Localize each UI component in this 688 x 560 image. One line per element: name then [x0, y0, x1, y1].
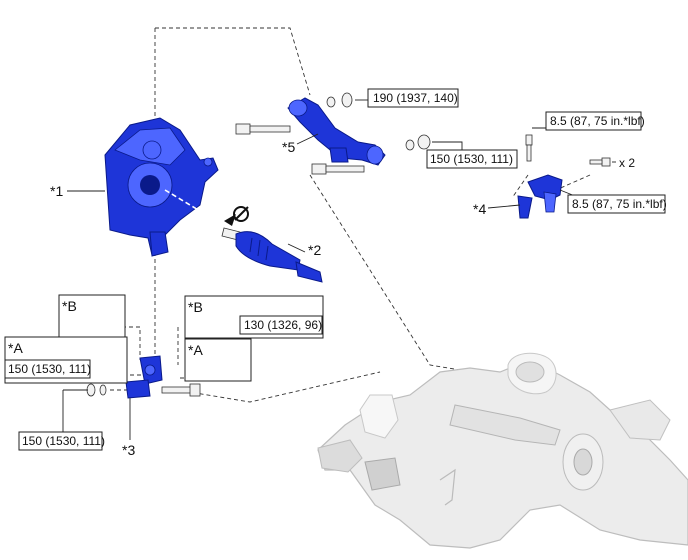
upper-arm-bolt-2 [311, 163, 365, 175]
svg-text:8.5 (87, 75 in.*lbf): 8.5 (87, 75 in.*lbf) [550, 114, 645, 128]
svg-text:*A: *A [188, 342, 203, 358]
tag-box-a-right: *A [184, 338, 252, 382]
part-label-3: *3 [122, 442, 135, 458]
svg-text:130 (1326, 96): 130 (1326, 96) [244, 318, 322, 332]
height-sensor-bracket [517, 134, 611, 219]
part-label-4: *4 [473, 201, 486, 217]
rear-subframe [317, 352, 688, 549]
svg-text:150 (1530, 111): 150 (1530, 111) [22, 434, 105, 448]
svg-text:*B: *B [62, 298, 77, 314]
upper-arm-bolt-1 [235, 123, 291, 135]
torque-box-150-a: 150 (1530, 111) [4, 359, 91, 379]
torque-box-130: 130 (1326, 96) [239, 315, 323, 335]
drive-shaft [164, 189, 323, 283]
torque-box-8-5-top: 8.5 (87, 75 in.*lbf) [545, 111, 645, 131]
torque-box-150-bottom: 150 (1530, 111) [18, 431, 105, 451]
lower-bushing [125, 355, 163, 399]
torque-box-8-5-bottom: 8.5 (87, 75 in.*lbf) [567, 194, 667, 214]
part-label-1: *1 [50, 183, 63, 199]
svg-text:*B: *B [188, 299, 203, 315]
svg-text:150 (1530, 111): 150 (1530, 111) [8, 362, 91, 376]
svg-text:190 (1937, 140): 190 (1937, 140) [373, 91, 458, 105]
part-label-5: *5 [282, 139, 295, 155]
no-reuse-icon [224, 206, 249, 226]
upper-arm-nut-1 [326, 92, 353, 108]
steering-knuckle [104, 117, 219, 257]
upper-arm-nut-2 [405, 134, 431, 151]
torque-box-150-arm: 150 (1530, 111) [426, 149, 518, 169]
svg-text:8.5 (87, 75 in.*lbf): 8.5 (87, 75 in.*lbf) [572, 197, 667, 211]
svg-text:*A: *A [8, 340, 23, 356]
torque-box-190: 190 (1937, 140) [367, 88, 459, 108]
upper-control-arm [287, 97, 386, 166]
quantity-label: x 2 [619, 156, 635, 170]
svg-text:150 (1530, 111): 150 (1530, 111) [430, 152, 513, 166]
tag-box-b-upper: *B [58, 294, 126, 340]
part-label-2: *2 [308, 242, 321, 258]
